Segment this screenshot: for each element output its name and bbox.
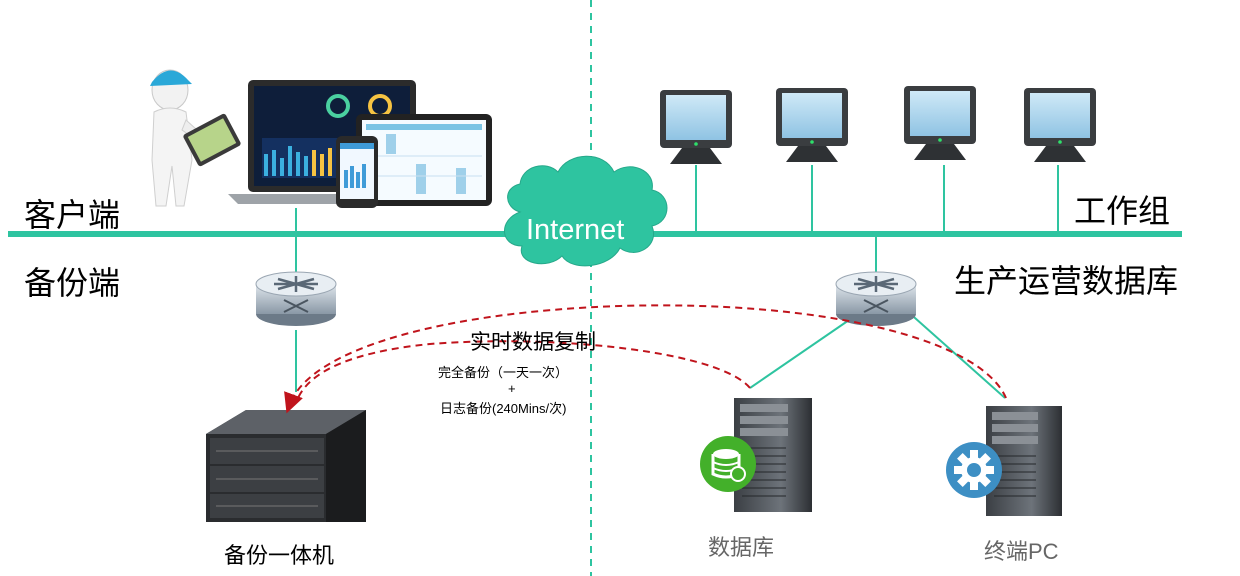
- replication-label: 实时数据复制: [470, 331, 596, 354]
- full-backup-label: 完全备份（一天一次）: [438, 365, 569, 380]
- engineer-figure-icon: [150, 69, 241, 207]
- left-router-icon: [255, 271, 337, 326]
- database-icon: [700, 436, 756, 492]
- storage-array-icon: [206, 410, 366, 522]
- tablet-icon: [356, 114, 492, 206]
- smartphone-icon: [336, 136, 378, 208]
- internet-label: Internet: [526, 214, 625, 246]
- client-label: 客户端: [24, 197, 121, 233]
- backup-side-label: 备份端: [24, 265, 121, 301]
- replication-arrow-inner: [297, 340, 751, 399]
- production-db-label: 生产运营数据库: [954, 263, 1179, 299]
- workstation-monitor-icon: [776, 88, 848, 162]
- right-router-icon: [835, 271, 917, 326]
- backup-appliance-label: 备份一体机: [224, 543, 335, 568]
- log-backup-label: 日志备份(240Mins/次): [440, 401, 567, 416]
- gear-icon: [946, 442, 1002, 498]
- workstation-monitor-icon: [904, 86, 976, 160]
- database-label: 数据库: [708, 535, 775, 560]
- workstation-monitor-icon: [660, 90, 732, 164]
- internet-cloud: [504, 155, 668, 267]
- workgroup-label: 工作组: [1074, 193, 1171, 229]
- plus-label: +: [508, 381, 516, 396]
- workstation-monitor-icon: [1024, 88, 1096, 162]
- terminal-pc-label: 终端PC: [984, 539, 1059, 564]
- replication-arrow-outer: [284, 304, 1007, 414]
